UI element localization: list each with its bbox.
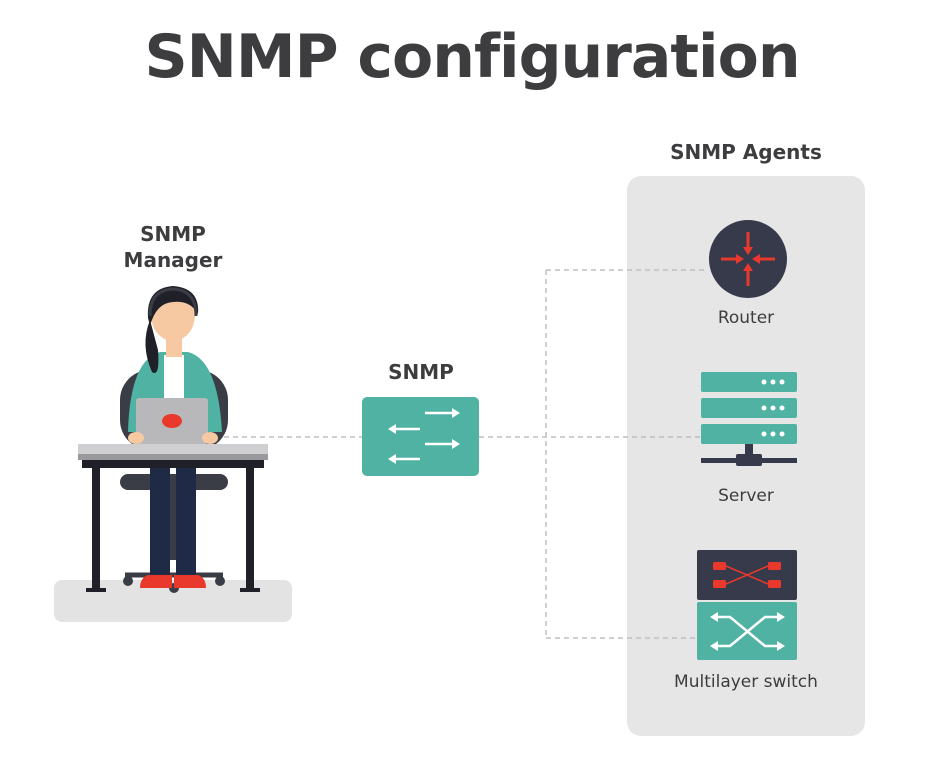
router-icon	[709, 220, 787, 298]
snmp-protocol-label: SNMP	[388, 360, 454, 384]
manager-person-icon	[78, 286, 268, 593]
server-icon	[701, 372, 797, 466]
router-label: Router	[717, 308, 775, 328]
agents-heading: SNMP Agents	[670, 140, 822, 164]
manager-label-line2: Manager	[123, 248, 223, 272]
connection-lines	[215, 269, 708, 639]
multilayer-switch-icon	[697, 550, 797, 660]
diagram-title: SNMP configuration	[144, 22, 800, 92]
snmp-protocol-icon	[362, 397, 479, 476]
floor-rug	[54, 580, 292, 622]
multilayer-switch-label: Multilayer switch	[674, 672, 818, 692]
manager-label-line1: SNMP	[140, 222, 206, 246]
server-label: Server	[718, 486, 774, 506]
